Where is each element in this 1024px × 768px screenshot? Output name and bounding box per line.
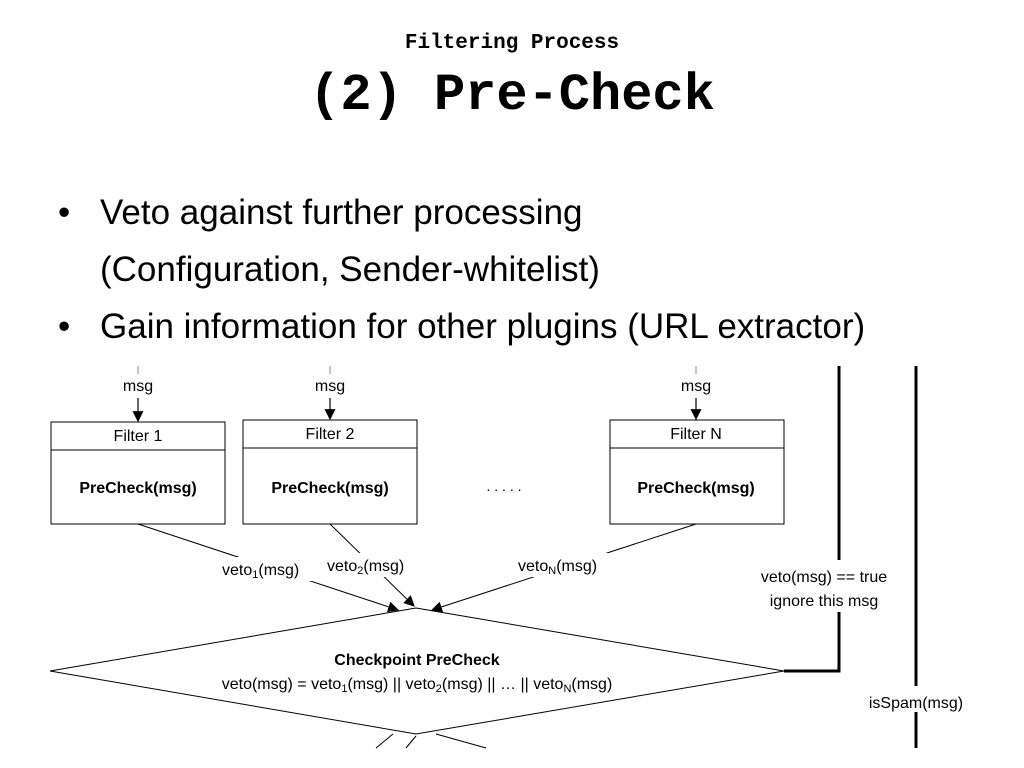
veto-2-label: veto2(msg) — [327, 558, 404, 577]
input-label: msg — [123, 378, 153, 395]
bullet-continuation: (Configuration, Sender-whitelist) — [100, 250, 600, 289]
checkpoint-diamond — [49, 607, 785, 735]
input-label: msg — [315, 378, 345, 395]
bullet-text: Veto against further processing — [100, 193, 583, 232]
filter-method: PreCheck(msg) — [271, 480, 388, 497]
filter-name: Filter 2 — [306, 426, 355, 443]
filter-ellipsis: . . . . . — [486, 478, 521, 494]
veto-label-bg — [218, 557, 318, 581]
veto-note-line2: ignore this msg — [770, 593, 879, 610]
filter-1: msg Filter 1 PreCheck(msg) — [50, 366, 226, 525]
bullet-item: • Veto against further processing — [58, 184, 865, 241]
veto-n-label: vetoN(msg) — [518, 558, 597, 577]
bullet-text: Gain information for other plugins (URL … — [100, 307, 866, 346]
checkpoint-title: Checkpoint PreCheck — [334, 652, 499, 669]
veto-1-label: veto1(msg) — [222, 562, 299, 581]
exit-line — [405, 735, 417, 749]
exit-line — [375, 733, 394, 749]
filter-name: Filter N — [670, 426, 722, 443]
filter-method: PreCheck(msg) — [79, 480, 196, 497]
bullet-item: • Gain information for other plugins (UR… — [58, 298, 865, 355]
filter-n: msg Filter N PreCheck(msg) — [609, 366, 785, 525]
checkpoint-formula: veto(msg) = veto1(msg) || veto2(msg) || … — [222, 676, 613, 695]
filter-2: msg Filter 2 PreCheck(msg) — [242, 366, 418, 525]
filter-name: Filter 1 — [114, 428, 163, 445]
exit-line — [435, 733, 487, 749]
veto-path-line — [784, 612, 841, 673]
veto-label-bg — [322, 553, 426, 577]
filter-method: PreCheck(msg) — [637, 480, 754, 497]
slide-title: (2) Pre-Check — [309, 66, 715, 125]
bullet-icon: • — [58, 307, 71, 346]
bullet-list: • Veto against further processing (Confi… — [58, 184, 865, 355]
veto-label-bg — [514, 553, 618, 577]
subtitle: Filtering Process — [404, 32, 620, 55]
filter-box — [50, 421, 226, 525]
bullet-icon: • — [58, 193, 71, 232]
spam-label: isSpam(msg) — [869, 695, 963, 712]
input-label: msg — [681, 378, 711, 395]
veto-note-line1: veto(msg) == true — [761, 569, 887, 586]
filter-box — [609, 419, 785, 525]
